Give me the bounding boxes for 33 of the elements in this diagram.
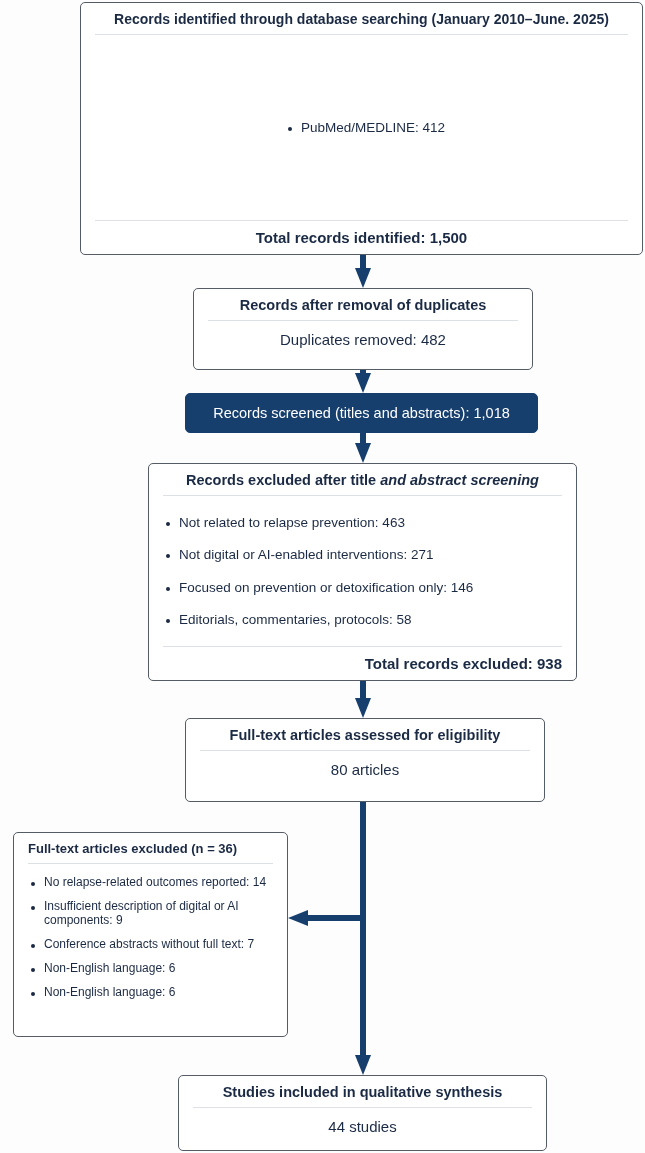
box-heading: Studies included in qualitative synthesis	[193, 1084, 532, 1108]
count-text: 80 articles	[329, 761, 401, 778]
box-heading: Records excluded after title and abstract screening	[163, 472, 562, 496]
arrow	[355, 370, 371, 393]
list-item: Insufficient description of digital or AI components: 9	[44, 899, 240, 927]
box-heading: Records identified through database searching (January 2010–June. 2025)	[95, 11, 628, 35]
highlighted-process-box	[185, 393, 538, 433]
box-text: Records screened (titles and abstracts): 1,018	[213, 405, 510, 421]
count-text: 44 studies	[327, 1118, 398, 1135]
arrow	[355, 681, 371, 718]
list-item: Editorials, commentaries, protocols: 58	[179, 611, 412, 627]
process-box	[193, 288, 533, 370]
box-heading: Full-text articles excluded (n = 36)	[28, 841, 273, 864]
list-item: No relapse-related outcomes reported: 14	[44, 875, 267, 889]
list-item: Non-English language: 6	[44, 985, 176, 999]
list-item: PubMed/MEDLINE: 412	[301, 120, 446, 135]
process-box	[13, 832, 288, 1037]
box-heading: Full-text articles assessed for eligibility	[200, 727, 530, 751]
count-text: Duplicates removed: 482	[279, 331, 447, 348]
total-text: Total records identified: 1,500	[95, 220, 628, 246]
box-heading: Records after removal of duplicates	[208, 297, 518, 321]
list-item: Non-English language: 6	[44, 961, 176, 975]
process-box	[185, 718, 545, 802]
list-item: Not related to relapse prevention: 463	[179, 515, 405, 531]
arrow	[355, 255, 371, 288]
total-text: Total records excluded: 938	[163, 645, 562, 672]
process-box	[178, 1075, 547, 1151]
list-item: Not digital or AI-enabled interventions: 271	[179, 547, 434, 563]
process-box	[148, 463, 577, 681]
list-item: Focused on prevention or detoxification only: 146	[179, 579, 474, 595]
process-box	[80, 2, 643, 255]
list-item: Conference abstracts without full text: 7	[44, 937, 255, 951]
arrow	[355, 433, 371, 463]
